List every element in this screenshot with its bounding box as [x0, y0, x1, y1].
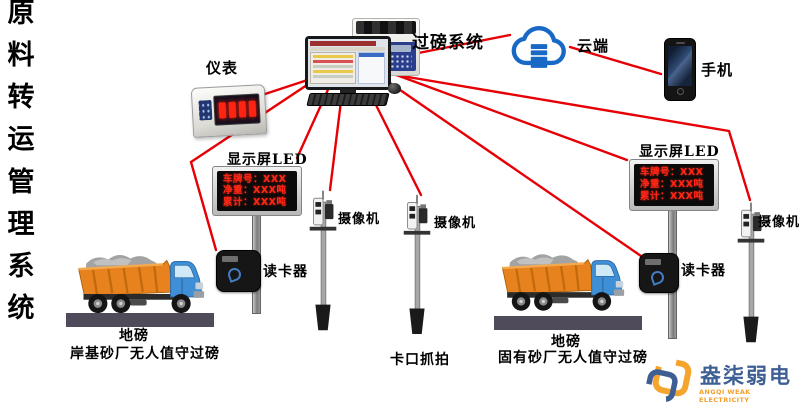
led-display-left: 车牌号：XXX 净重：XXX吨 累计：XXX吨: [212, 166, 302, 216]
title-char: 料: [7, 40, 35, 72]
computer-monitor-icon: [305, 36, 391, 90]
logo-name: 盎柒弱电: [700, 364, 792, 388]
card-reader-right-icon: [639, 253, 679, 293]
reader-label-right: 读卡器: [681, 263, 726, 279]
title-char: 系: [7, 250, 35, 282]
mouse-icon: [388, 83, 401, 94]
logo-icon: [645, 358, 692, 402]
title-char: 运: [7, 124, 35, 156]
title-char: 管: [7, 166, 35, 198]
instrument-label: 仪表: [206, 59, 239, 77]
printer-panel: [386, 42, 416, 71]
led-line: 累计：XXX吨: [223, 196, 287, 208]
monitor-screen: [308, 39, 388, 87]
printer-tray: [356, 21, 416, 34]
checkpoint-capture-label: 卡口抓拍: [390, 352, 450, 368]
dump-truck-left-icon: [72, 249, 206, 316]
site-caption-left: 岸基砂厂无人值守过磅: [70, 346, 220, 362]
indicator-display: [213, 93, 261, 126]
led-label-right: 显示屏LED: [639, 144, 720, 160]
logo-subtitle: ANGQI WEAK ELECTRICITY: [699, 388, 751, 404]
led-line: 净重：XXX吨: [640, 179, 704, 191]
phone-home-button: [676, 88, 684, 95]
led-line: 净重：XXX吨: [223, 185, 287, 197]
phone-screen: [668, 46, 692, 86]
led-line: 车牌号：XXX: [640, 167, 704, 179]
camera-label-right: 摄像机: [758, 215, 800, 230]
cloud-label: 云端: [577, 37, 610, 55]
title-char: 统: [7, 292, 35, 324]
weighing-system-label: 过磅系统: [412, 33, 484, 53]
card-reader-left-icon: [216, 250, 261, 292]
system-title: 原 料 转 运 管 理 系 统: [0, 0, 42, 322]
camera-pole-middle-icon: [398, 193, 436, 335]
indicator-keypad: [198, 99, 213, 121]
dump-truck-right-icon: [496, 247, 626, 315]
reader-label-left: 读卡器: [263, 264, 308, 280]
led-label-left: 显示屏LED: [227, 152, 308, 168]
camera-label-left: 摄像机: [338, 212, 381, 227]
phone-label: 手机: [701, 61, 734, 79]
keyboard-icon: [306, 93, 390, 106]
title-char: 理: [7, 208, 35, 240]
phone-icon: [664, 38, 696, 101]
weighbridge-label-right: 地磅: [551, 334, 581, 350]
weighbridge-label-left: 地磅: [119, 328, 149, 344]
led-line: 累计：XXX吨: [640, 191, 704, 203]
led-display-right: 车牌号：XXX 净重：XXX吨 累计：XXX吨: [629, 159, 719, 211]
phone-speaker: [675, 42, 685, 44]
cloud-icon: [511, 25, 566, 68]
weighbridge-platform-right: [494, 316, 642, 330]
title-char: 转: [7, 82, 35, 114]
camera-label-middle: 摄像机: [434, 216, 477, 231]
monitor-stand: [340, 89, 356, 95]
led-line: 车牌号：XXX: [223, 173, 287, 185]
weighbridge-platform-left: [66, 313, 214, 327]
site-caption-right: 固有砂厂无人值守过磅: [498, 350, 648, 366]
camera-pole-left-icon: [304, 188, 342, 332]
weighing-indicator-icon: [190, 84, 268, 138]
title-char: 原: [7, 0, 35, 29]
